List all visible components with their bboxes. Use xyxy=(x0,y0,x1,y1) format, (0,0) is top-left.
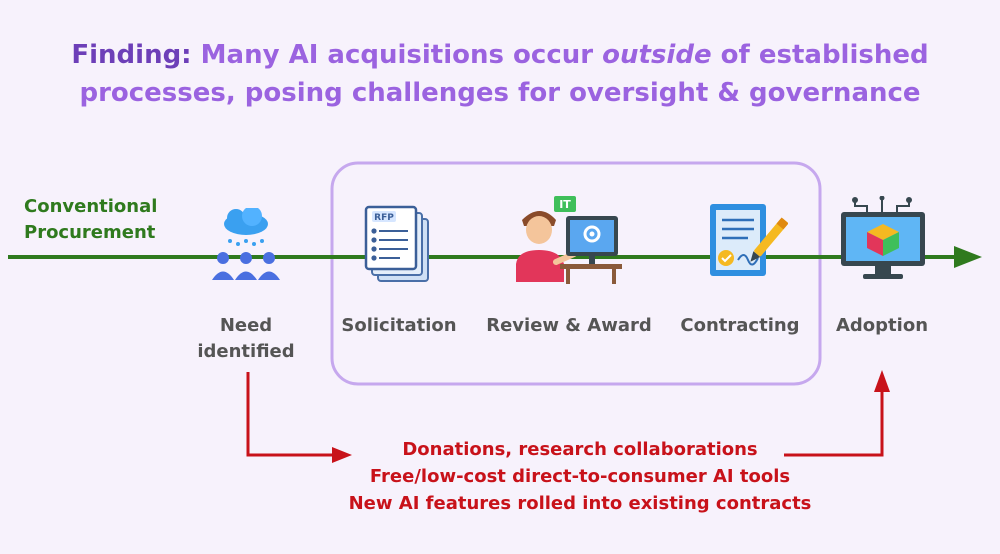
stage-review-award: Review & Award xyxy=(486,315,652,336)
title-text-1: Many AI acquisitions occur xyxy=(200,40,594,70)
page-title: Finding: Many AI acquisitions occur outs… xyxy=(0,36,1000,112)
stage-adoption: Adoption xyxy=(835,315,929,336)
title-text-2: of established processes, posing challen… xyxy=(79,40,929,108)
person-computer-icon: IT xyxy=(516,196,622,284)
bypass-arrow-end xyxy=(784,390,884,457)
stage-need-identified: Need identified xyxy=(197,315,295,362)
timeline-arrowhead xyxy=(954,246,982,268)
stage-solicitation: Solicitation xyxy=(341,315,457,336)
rfp-badge: RFP xyxy=(374,213,394,223)
alternative-paths: Donations, research collaborations Free/… xyxy=(320,436,840,517)
alt-path-donations: Donations, research collaborations xyxy=(402,439,758,460)
procurement-box xyxy=(330,161,822,386)
bypass-arrowhead-up xyxy=(874,370,890,392)
cloud-people-icon xyxy=(212,208,280,280)
it-badge: IT xyxy=(559,198,571,211)
rfp-document-icon: RFP xyxy=(364,205,429,282)
stage-contracting: Contracting xyxy=(680,315,800,336)
bypass-arrowhead-right xyxy=(332,447,352,463)
bypass-arrow-start xyxy=(246,372,335,457)
finding-label: Finding: xyxy=(71,40,192,70)
alt-path-new-features: New AI features rolled into existing con… xyxy=(348,493,812,514)
contract-pen-icon xyxy=(710,204,788,276)
title-emphasis: outside xyxy=(602,40,712,70)
monitor-cube-icon xyxy=(841,196,925,279)
conventional-procurement-label: Conventional Procurement xyxy=(24,196,158,243)
alt-path-free-tools: Free/low-cost direct-to-consumer AI tool… xyxy=(369,466,791,487)
